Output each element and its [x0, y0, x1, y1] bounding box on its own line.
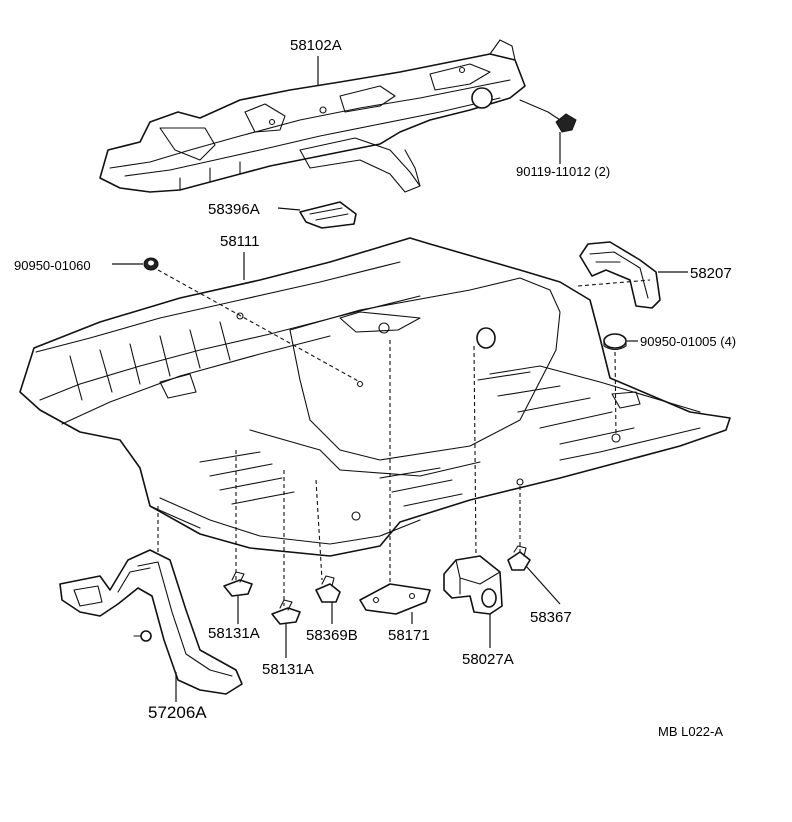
label-58131a-upper: 58131A — [208, 625, 260, 642]
label-58369b: 58369B — [306, 627, 358, 644]
part-58396a-bracket[interactable] — [299, 201, 357, 229]
part-90950-01060-plug[interactable] — [143, 257, 159, 271]
label-58111: 58111 — [220, 233, 260, 250]
part-58102a-cross-member[interactable] — [99, 39, 526, 193]
part-58367-clip[interactable] — [507, 545, 531, 571]
part-58369b-clip[interactable] — [315, 575, 341, 603]
part-58111-floor-pan[interactable] — [19, 237, 731, 557]
part-58131a-clip-lower[interactable] — [271, 599, 301, 625]
label-90950-01060: 90950-01060 — [14, 258, 91, 273]
part-90119-11012-bolt[interactable] — [519, 99, 577, 133]
label-90119-11012: 90119-11012 (2) — [516, 164, 610, 179]
part-58027a-bracket[interactable] — [443, 555, 503, 615]
part-90950-01005-plug[interactable] — [603, 333, 627, 351]
label-58102a: 58102A — [290, 37, 342, 54]
label-58367: 58367 — [530, 609, 572, 626]
label-58131a-lower: 58131A — [262, 661, 314, 678]
label-90950-01005: 90950-01005 (4) — [640, 334, 736, 349]
part-58131a-clip-upper[interactable] — [223, 571, 253, 597]
part-58171-plate[interactable] — [359, 583, 431, 615]
part-57206a-bracket[interactable] — [59, 549, 243, 695]
part-58207-bracket[interactable] — [579, 241, 661, 309]
label-58171: 58171 — [388, 627, 430, 644]
figure-code: MB L022-A — [658, 724, 723, 739]
label-58207: 58207 — [690, 265, 732, 282]
label-58396a: 58396A — [208, 201, 260, 218]
label-57206a: 57206A — [148, 703, 207, 722]
label-58027a: 58027A — [462, 651, 514, 668]
